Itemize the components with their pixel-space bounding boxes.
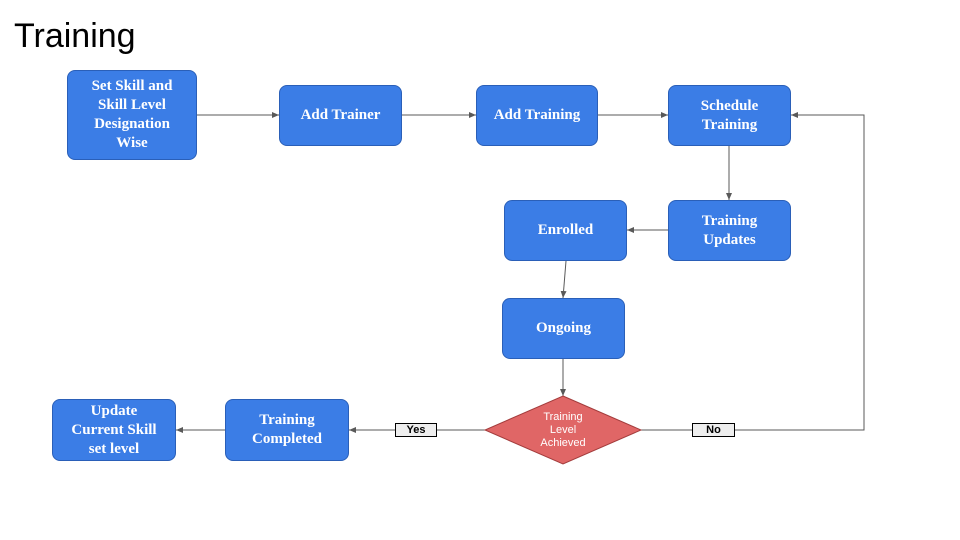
node-training-updates[interactable]: Training Updates [668, 200, 791, 261]
node-schedule-training-label: Schedule Training [700, 97, 759, 133]
page-title: Training [14, 17, 136, 55]
node-enrolled[interactable]: Enrolled [504, 200, 627, 261]
edge-label-no: No [692, 423, 735, 437]
node-ongoing-label: Ongoing [535, 320, 592, 336]
edge-label-yes: Yes [395, 423, 437, 437]
arrow-enrolled-to-ongoing [560, 260, 567, 299]
node-add-training[interactable]: Add Training [476, 85, 598, 146]
node-add-trainer[interactable]: Add Trainer [279, 85, 402, 146]
decision-diamond [483, 395, 643, 465]
node-training-updates-label: Training Updates [701, 212, 758, 248]
node-schedule-training[interactable]: Schedule Training [668, 85, 791, 146]
node-set-skill[interactable]: Set Skill and Skill Level Designation Wi… [67, 70, 197, 160]
node-enrolled-label: Enrolled [537, 222, 594, 238]
node-update-skill-label: Update Current Skill set level [71, 402, 157, 457]
node-add-training-label: Add Training [493, 107, 581, 123]
node-ongoing[interactable]: Ongoing [502, 298, 625, 359]
arrow-decision-no-loop [641, 112, 865, 431]
node-set-skill-label: Set Skill and Skill Level Designation Wi… [91, 78, 173, 151]
node-update-skill[interactable]: Update Current Skill set level [52, 399, 176, 461]
node-training-completed[interactable]: Training Completed [225, 399, 349, 461]
node-add-trainer-label: Add Trainer [300, 107, 381, 123]
node-training-completed-label: Training Completed [252, 412, 322, 447]
